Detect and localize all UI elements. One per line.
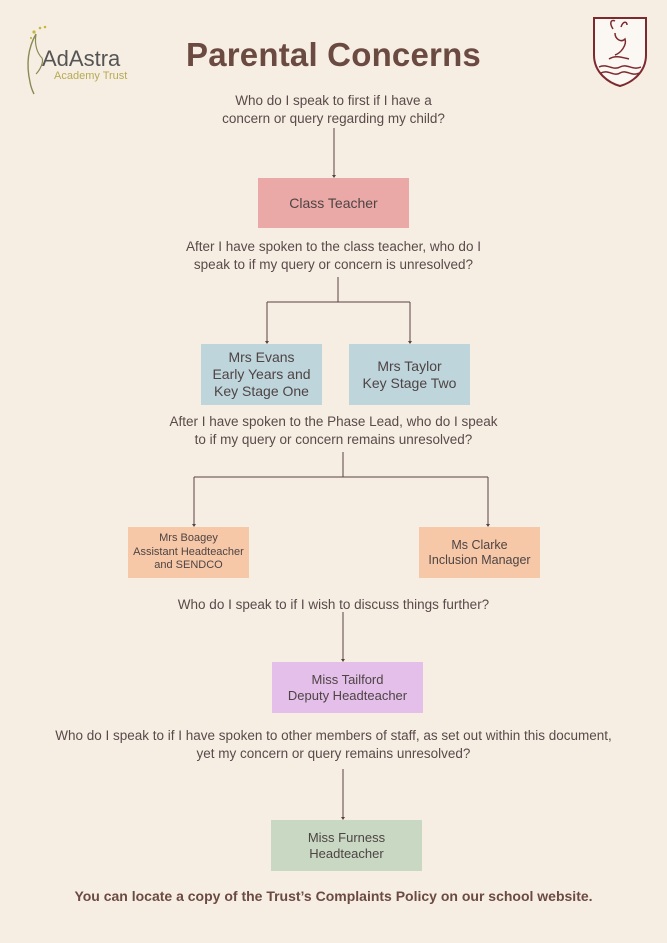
class-teacher-box: Class Teacher <box>258 178 409 228</box>
box-label: Early Years and <box>212 366 311 382</box>
mrs-taylor-box: Mrs Taylor Key Stage Two <box>349 344 470 405</box>
box-label: Miss Furness <box>307 829 386 845</box>
logo-name: AdAstra <box>42 46 121 71</box>
arrow-head <box>486 524 490 527</box>
box-label: Miss Tailford <box>311 671 384 687</box>
box-label: Mrs Taylor <box>377 357 442 374</box>
ms-clarke-box: Ms Clarke Inclusion Manager <box>419 527 540 578</box>
arrow-head <box>408 341 412 344</box>
question-line: Who do I speak to if I wish to discuss t… <box>177 597 490 612</box>
logo-subtitle: Academy Trust <box>54 70 128 82</box>
mrs-evans-box: Mrs Evans Early Years and Key Stage One <box>201 344 322 405</box>
box-label: and SENDCO <box>154 559 223 572</box>
question-2: After I have spoken to the class teacher… <box>0 238 667 274</box>
stag-crest-icon <box>593 17 647 88</box>
question-line: After I have spoken to the class teacher… <box>186 239 481 254</box>
miss-furness-box: Miss Furness Headteacher <box>271 820 422 871</box>
arrow-head <box>341 659 345 662</box>
mrs-boagey-box: Mrs Boagey Assistant Headteacher and SEN… <box>128 527 249 578</box>
question-line: Who do I speak to first if I have a <box>235 93 432 108</box>
question-line: Who do I speak to if I have spoken to ot… <box>55 728 612 743</box>
box-label: Class Teacher <box>289 195 378 211</box>
box-label: Mrs Evans <box>228 349 295 365</box>
arrow-head <box>332 175 336 178</box>
arrow-head <box>265 341 269 344</box>
question-5: Who do I speak to if I have spoken to ot… <box>0 727 667 763</box>
star-figure-icon <box>27 25 47 95</box>
box-label: Key Stage Two <box>362 374 457 391</box>
box-label: Assistant Headteacher <box>133 545 244 558</box>
box-label: Mrs Boagey <box>159 532 218 545</box>
page-title: Parental Concerns <box>185 36 481 73</box>
question-line: to if my query or concern remains unreso… <box>194 432 473 447</box>
adastra-logo: AdAstra Academy Trust <box>22 24 132 96</box>
question-line: concern or query regarding my child? <box>222 111 445 126</box>
box-label: Inclusion Manager <box>428 552 531 567</box>
arrow-head <box>192 524 196 527</box>
arrow-head <box>341 817 345 820</box>
question-line: speak to if my query or concern is unres… <box>193 257 474 272</box>
school-crest <box>591 15 649 88</box>
question-4: Who do I speak to if I wish to discuss t… <box>0 596 667 614</box>
box-label: Headteacher <box>309 845 384 861</box>
box-label: Key Stage One <box>214 383 309 399</box>
complaints-policy-note: You can locate a copy of the Trust’s Com… <box>74 888 593 904</box>
question-1: Who do I speak to first if I have a conc… <box>0 92 667 128</box>
question-3: After I have spoken to the Phase Lead, w… <box>0 413 667 449</box>
box-label: Deputy Headteacher <box>287 687 408 703</box>
question-line: After I have spoken to the Phase Lead, w… <box>169 414 498 429</box>
box-label: Ms Clarke <box>451 537 508 552</box>
question-line: yet my concern or query remains unresolv… <box>196 746 471 761</box>
miss-tailford-box: Miss Tailford Deputy Headteacher <box>272 662 423 713</box>
